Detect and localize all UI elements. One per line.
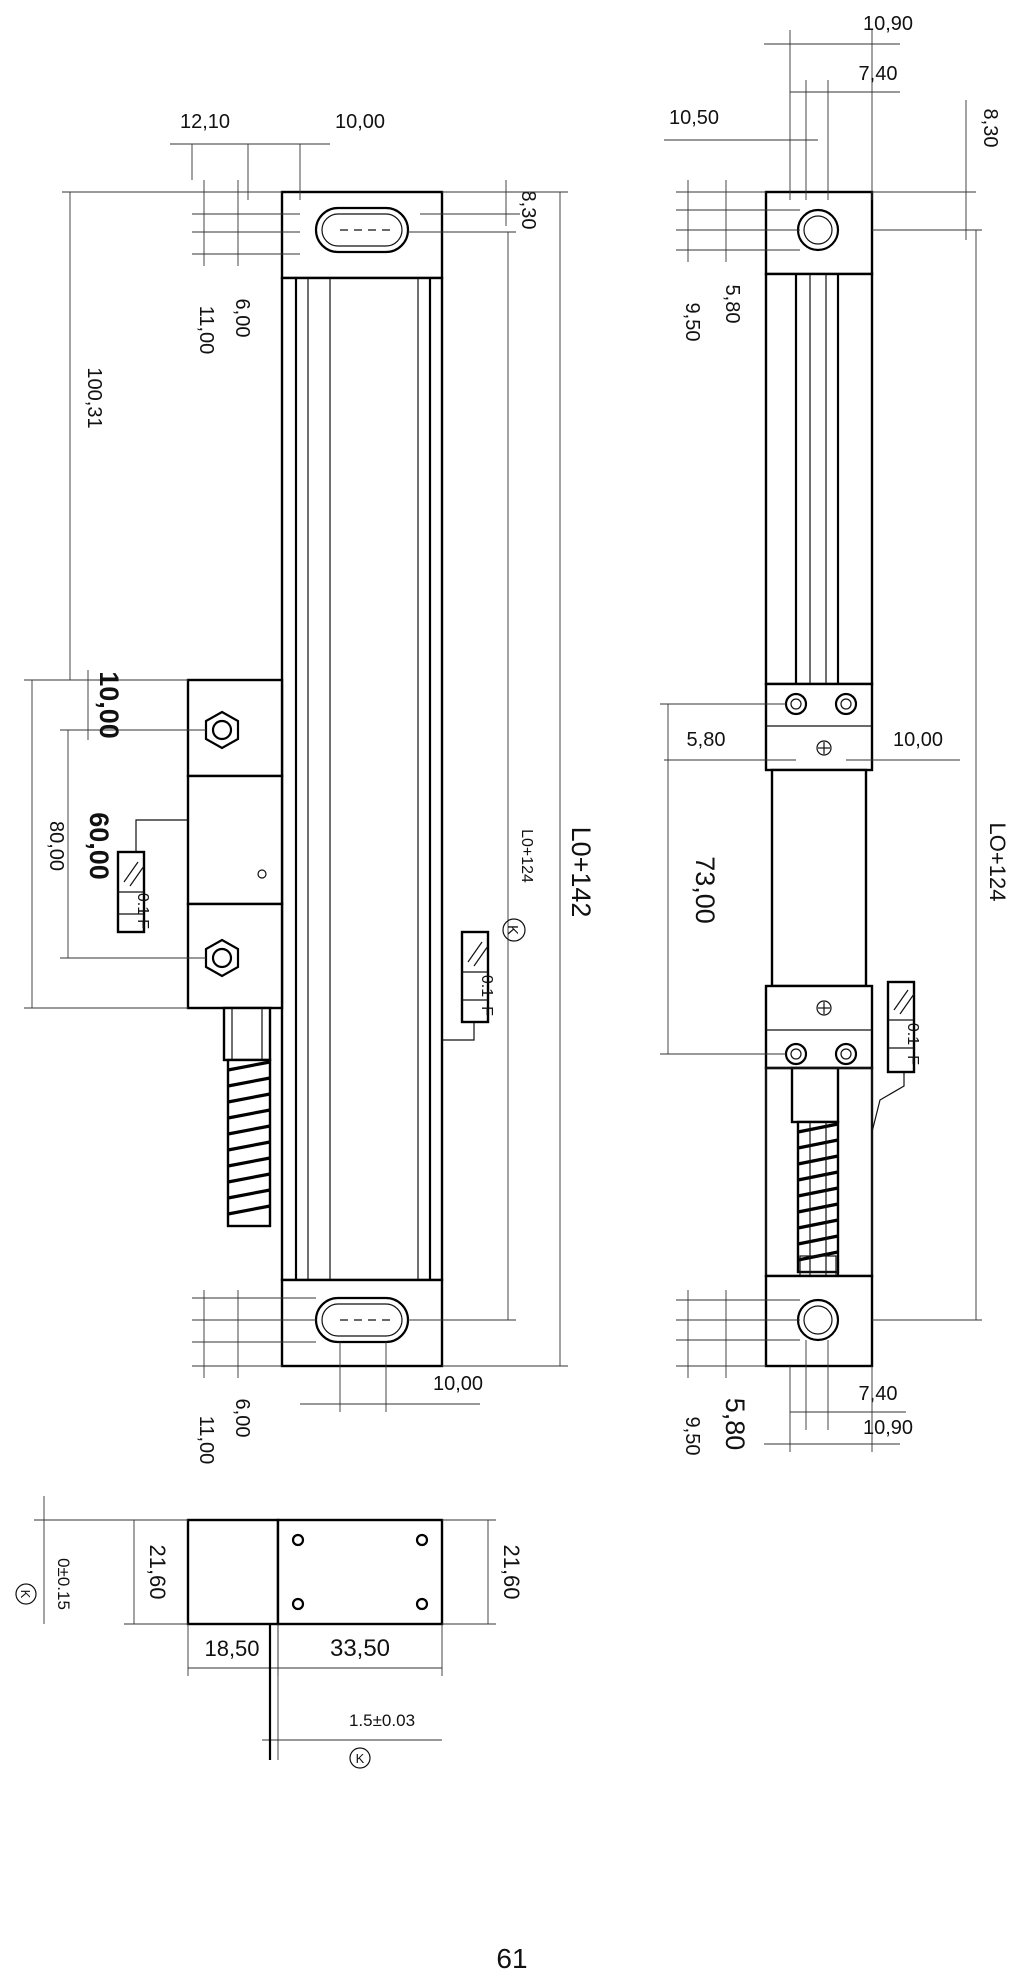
- dim-L0-142: L0+142: [566, 827, 596, 918]
- dim-60-00: 60,00: [84, 812, 114, 880]
- hex-nut-icon: [204, 710, 240, 750]
- tolerance-frame-right: 0.1 F: [871, 980, 921, 1133]
- right-top-dims: 10,90 7,40 10,50 8,30 9,50 5,80: [664, 13, 1001, 341]
- dim-8-30-left: 8,30: [517, 191, 539, 230]
- left-head-pin: [257, 869, 267, 879]
- left-top-dimensions: 12,10 10,00 8,30: [170, 111, 539, 229]
- left-top-slot: [314, 206, 410, 254]
- dim-10-00-head: 10,00: [94, 671, 124, 739]
- right-top-end-block: [764, 190, 874, 276]
- dim-100-31: 100,31: [83, 367, 105, 428]
- left-reading-head-middle: [186, 774, 284, 906]
- dim-73-00: 73,00: [690, 856, 720, 924]
- right-cable-icon: [796, 1120, 840, 1274]
- dim-5-80-bottom: 5,80: [720, 1398, 750, 1451]
- left-reading-head-lower: [186, 902, 284, 1010]
- dim-tol-bottom: 1.5±0.03: [349, 1711, 415, 1730]
- section-left-block: [186, 1518, 280, 1626]
- dim-7-40-top: 7,40: [859, 63, 898, 85]
- k-mark-icon: K: [349, 1747, 371, 1769]
- left-cable-gland: [222, 1006, 272, 1062]
- dim-10-00-mid: 10,00: [893, 729, 943, 751]
- dim-5-80-mid: 5,80: [687, 729, 726, 751]
- k-mark-icon: K: [502, 918, 526, 942]
- dim-7-40-bottom: 7,40: [859, 1383, 898, 1405]
- dim-10-90-bottom: 10,90: [863, 1417, 913, 1439]
- dim-11-00-top: 11,00: [195, 306, 217, 355]
- length-dims-group: L0+142 L0+124 K: [408, 191, 596, 1367]
- left-scale-body: [280, 276, 444, 1282]
- dim-6-00-bottom: 6,00: [231, 1399, 253, 1438]
- dim-33-50: 33,50: [330, 1635, 390, 1662]
- right-head-upper: [764, 682, 874, 772]
- right-mid-dims: 73,00 5,80 10,00: [660, 703, 960, 1055]
- dim-L0-124-left: L0+124: [518, 829, 535, 883]
- tolerance-value: 0.1: [134, 893, 151, 915]
- left-top-vertical-dims: 11,00 6,00: [192, 180, 300, 354]
- dim-6-00-top: 6,00: [231, 299, 253, 338]
- dim-11-00-bottom: 11,00: [195, 1416, 217, 1465]
- dim-12-10: 12,10: [180, 111, 230, 133]
- dim-9-50-bottom: 9,50: [681, 1417, 703, 1456]
- right-cable-gland: [790, 1066, 840, 1124]
- svg-text:K: K: [18, 1590, 33, 1599]
- dim-10-00-bottom: 10,00: [433, 1373, 483, 1395]
- dim-21-60-right: 21,60: [499, 1544, 524, 1599]
- dim-10-50: 10,50: [669, 107, 719, 129]
- left-bottom-dims: 11,00 6,00 10,00: [192, 1290, 483, 1464]
- left-cable-icon: [226, 1058, 272, 1228]
- right-head-middle: [770, 768, 868, 988]
- left-bottom-end-block: [280, 1278, 444, 1368]
- dim-tol-left: 0±0.15: [54, 1558, 73, 1610]
- head-dims-group: 10,00 60,00 80,00: [24, 670, 206, 1009]
- dim-10-90-top: 10,90: [863, 13, 913, 35]
- tolerance-frame-left: 0.1 F: [116, 819, 188, 934]
- k-mark-icon: K: [15, 1583, 37, 1605]
- right-length-dim: LO+124: [872, 229, 1010, 1321]
- dim-9-50-top: 9,50: [681, 303, 703, 342]
- dim-LO-124-right: LO+124: [985, 823, 1010, 902]
- tolerance-frame-body: 0.1 F: [442, 930, 495, 1041]
- left-view: 0.1 F 0.1 F 12,10 10,00 8,30: [24, 111, 596, 1464]
- right-bottom-end-block: [764, 1274, 874, 1368]
- left-top-end-block: [280, 190, 444, 280]
- dim-21-60-left: 21,60: [145, 1544, 170, 1599]
- right-scale-body-upper: [764, 272, 874, 686]
- tolerance-value: 0.1: [904, 1023, 921, 1045]
- dim-100-31-group: 100,31: [62, 191, 282, 681]
- left-reading-head-upper: [186, 678, 284, 778]
- tolerance-datum: F: [904, 1055, 921, 1065]
- hex-nut-icon: [204, 938, 240, 978]
- dim-8-30-right: 8,30: [979, 109, 1001, 148]
- tolerance-datum: F: [134, 919, 151, 929]
- crosshair-icon: [816, 740, 832, 756]
- dim-80-00: 80,00: [45, 821, 67, 871]
- dim-5-80-top: 5,80: [721, 285, 743, 324]
- dim-10-00-top: 10,00: [335, 111, 385, 133]
- right-view: 0.1 F 10,90 7,40 10,50 8,30 9: [660, 13, 1010, 1455]
- svg-text:K: K: [356, 1751, 365, 1766]
- section-right-block: [276, 1518, 444, 1626]
- dim-18-50: 18,50: [204, 1636, 259, 1661]
- crosshair-icon: [816, 1000, 832, 1016]
- svg-text:K: K: [504, 925, 521, 935]
- tolerance-datum: F: [478, 1006, 495, 1016]
- page-number: 61: [496, 1943, 527, 1974]
- section-view: 21,60 21,60 18,50 33,50 0±0.15 K 1.5±0.0…: [15, 1496, 524, 1769]
- right-bottom-dims: 9,50 5,80 7,40 10,90: [676, 1290, 913, 1455]
- tolerance-value: 0.1: [478, 975, 495, 997]
